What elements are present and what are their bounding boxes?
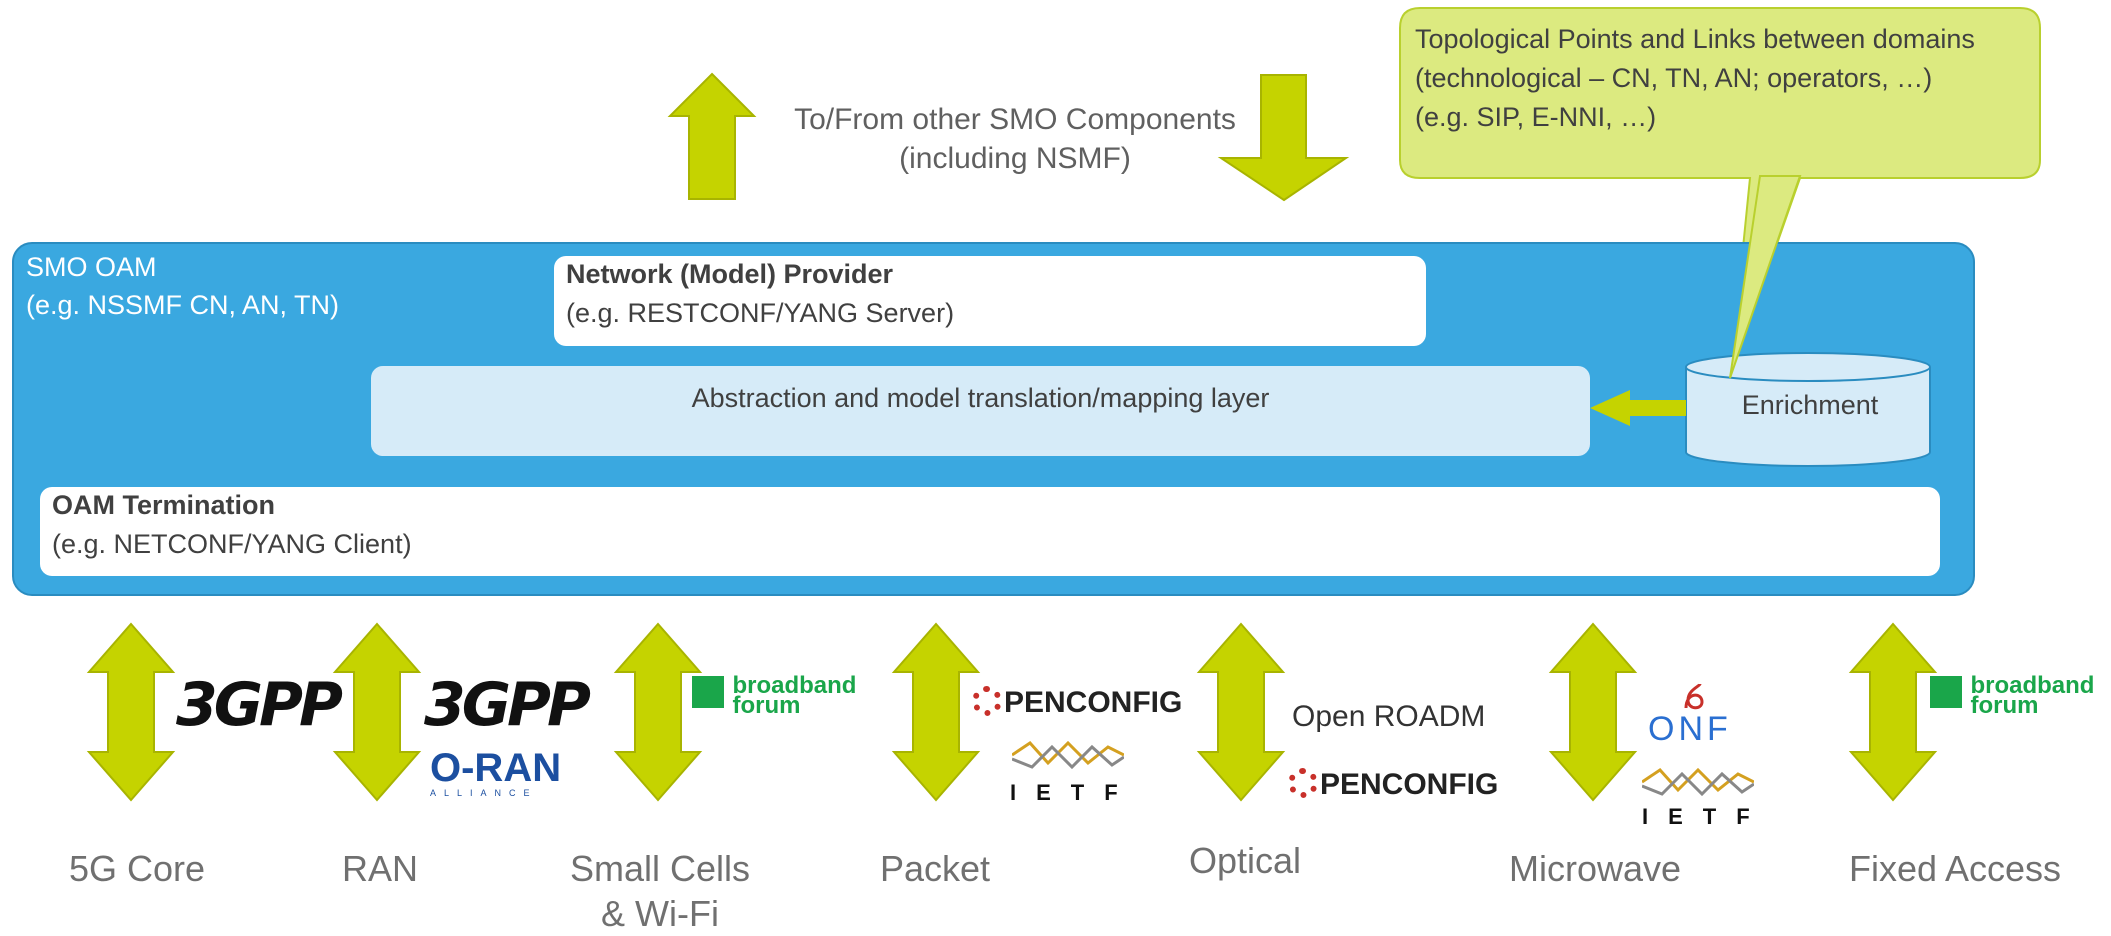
openconfig-logo-packet: PENCONFIG bbox=[972, 686, 1182, 720]
callout-line1: Topological Points and Links between dom… bbox=[1415, 24, 1975, 54]
up-arrow-icon bbox=[667, 72, 757, 200]
broadband-forum-logo: broadband forum bbox=[692, 672, 857, 719]
bbf-fixed-line1: broadband bbox=[1970, 672, 2095, 699]
smo-components-line2: (including NSMF) bbox=[899, 142, 1131, 175]
domain-small-cells: Small Cells & Wi-Fi bbox=[540, 846, 780, 936]
openconfig-text: PENCONFIG bbox=[1004, 686, 1183, 719]
oam-termination-label: OAM Termination (e.g. NETCONF/YANG Clien… bbox=[52, 486, 412, 564]
onf-logo: ONF bbox=[1648, 710, 1732, 748]
smo-oam-subtitle: (e.g. NSSMF CN, AN, TN) bbox=[26, 290, 340, 320]
gear-icon bbox=[972, 686, 1002, 716]
smo-components-label: To/From other SMO Components (including … bbox=[740, 100, 1290, 178]
domain-5g-core: 5G Core bbox=[68, 848, 206, 889]
ietf-dots-icon bbox=[1011, 737, 1125, 773]
bidirectional-arrow-fixed-access-icon bbox=[1848, 622, 1938, 802]
onf-mark-icon bbox=[1682, 682, 1706, 712]
network-provider-box bbox=[554, 256, 1426, 346]
openconfig-logo-optical: PENCONFIG bbox=[1288, 768, 1498, 802]
bbf-arrow-icon-fixed bbox=[1930, 676, 1962, 708]
bidirectional-arrow-5g-core-icon bbox=[86, 622, 176, 802]
oam-termination-subtitle: (e.g. NETCONF/YANG Client) bbox=[52, 529, 412, 559]
domain-small-cells-line2: & Wi-Fi bbox=[601, 893, 719, 934]
openconfig-text-optical: PENCONFIG bbox=[1320, 768, 1499, 801]
oran-logo: O-RAN ALLIANCE bbox=[430, 748, 561, 798]
domain-optical: Optical bbox=[1188, 840, 1302, 881]
domain-microwave: Microwave bbox=[1508, 848, 1682, 889]
ietf-logo-packet: IETF bbox=[1010, 780, 1138, 805]
callout-tail bbox=[1729, 175, 1802, 379]
domain-fixed-access: Fixed Access bbox=[1848, 848, 2062, 889]
broadband-forum-logo-fixed: broadband forum bbox=[1930, 672, 2095, 719]
ietf-logo-microwave: IETF bbox=[1642, 804, 1770, 829]
enrichment-label: Enrichment bbox=[1741, 390, 1879, 420]
network-provider-label: Network (Model) Provider (e.g. RESTCONF/… bbox=[566, 255, 954, 333]
bidirectional-arrow-optical-icon bbox=[1196, 622, 1286, 802]
bidirectional-arrow-small-cells-icon bbox=[613, 622, 703, 802]
ietf-dots-icon-mw bbox=[1641, 764, 1755, 800]
3gpp-logo: 3GPP bbox=[176, 670, 343, 740]
callout-line3: (e.g. SIP, E-NNI, …) bbox=[1415, 102, 1657, 132]
enrichment-cylinder bbox=[1685, 352, 1931, 467]
oran-logo-sub: ALLIANCE bbox=[430, 788, 538, 798]
network-provider-title: Network (Model) Provider bbox=[566, 259, 894, 289]
oam-termination-box bbox=[40, 487, 1940, 576]
bidirectional-arrow-packet-icon bbox=[891, 622, 981, 802]
callout-text: Topological Points and Links between dom… bbox=[1415, 20, 1975, 137]
domain-small-cells-line1: Small Cells bbox=[569, 848, 751, 889]
3gpp-logo-ran: 3GPP bbox=[424, 670, 591, 740]
oam-termination-title: OAM Termination bbox=[52, 490, 276, 520]
smo-components-line1: To/From other SMO Components bbox=[794, 103, 1236, 136]
mapping-layer-box bbox=[371, 366, 1590, 456]
domain-ran: RAN bbox=[341, 848, 418, 889]
bbf-arrow-icon bbox=[692, 676, 724, 708]
smo-oam-title: SMO OAM bbox=[26, 252, 157, 282]
smo-oam-label: SMO OAM (e.g. NSSMF CN, AN, TN) bbox=[26, 248, 339, 324]
domain-packet: Packet bbox=[879, 848, 991, 889]
openroadm-logo: Open ROADM bbox=[1292, 700, 1486, 733]
bbf-line2: forum bbox=[732, 692, 801, 719]
bidirectional-arrow-microwave-icon bbox=[1548, 622, 1638, 802]
network-provider-subtitle: (e.g. RESTCONF/YANG Server) bbox=[566, 298, 955, 328]
down-arrow-icon bbox=[1217, 74, 1350, 202]
left-arrow-icon bbox=[1590, 390, 1686, 426]
gear-icon bbox=[1288, 768, 1318, 798]
oran-logo-text: O-RAN bbox=[430, 746, 562, 790]
bbf-line1: broadband bbox=[732, 672, 857, 699]
callout-line2: (technological – CN, TN, AN; operators, … bbox=[1415, 63, 1933, 93]
bidirectional-arrow-ran-icon bbox=[332, 622, 422, 802]
mapping-layer-label: Abstraction and model translation/mappin… bbox=[691, 383, 1270, 413]
bbf-fixed-line2: forum bbox=[1970, 692, 2039, 719]
